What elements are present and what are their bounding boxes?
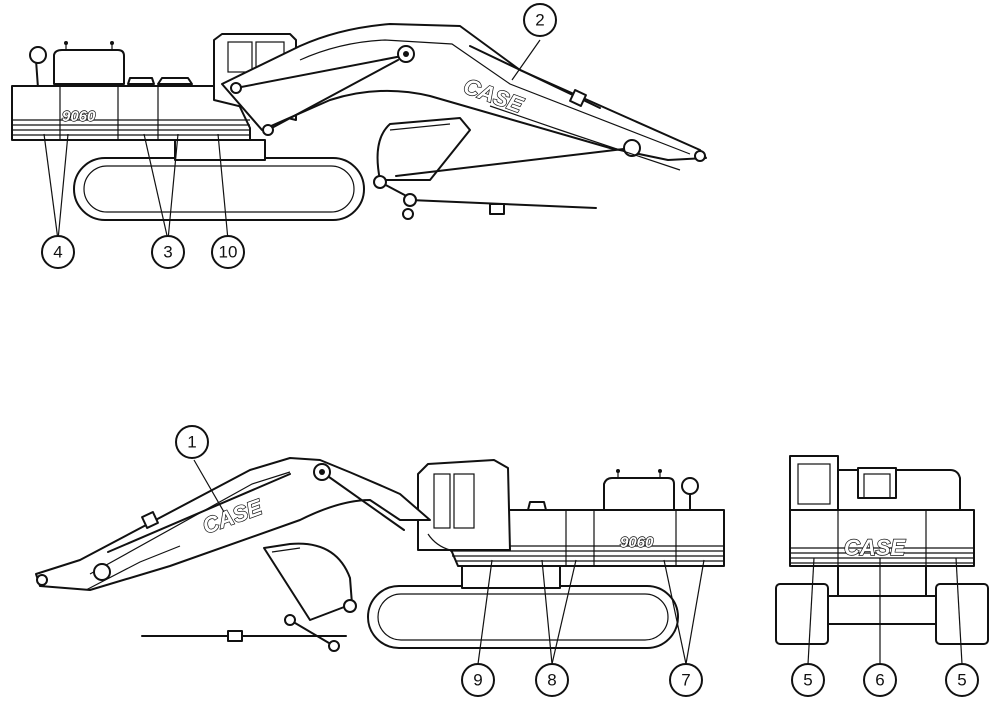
model-decal-right: 9060: [62, 108, 96, 125]
callout-7: 7: [669, 663, 703, 697]
callout-5-left: 5: [791, 663, 825, 697]
svg-text:5: 5: [803, 671, 812, 690]
leader-lines: [43, 39, 963, 665]
svg-text:1: 1: [187, 433, 196, 452]
track: [73, 157, 365, 221]
track: [367, 585, 679, 649]
boom: [35, 457, 431, 591]
callout-10: 10: [211, 235, 245, 269]
callout-3: 3: [151, 235, 185, 269]
upper-structure: [11, 85, 251, 141]
svg-text:9: 9: [473, 671, 482, 690]
callout-4: 4: [41, 235, 75, 269]
svg-text:10: 10: [219, 243, 238, 262]
bucket: [263, 542, 353, 621]
track-left: [775, 583, 829, 645]
svg-text:2: 2: [535, 11, 544, 30]
excavator-side-view-right: CASE 9060: [11, 23, 707, 221]
callout-1: 1: [175, 425, 209, 459]
case-decal-rear: CASE: [844, 535, 906, 560]
upper-structure: [789, 509, 975, 567]
svg-text:6: 6: [875, 671, 884, 690]
svg-text:7: 7: [681, 671, 690, 690]
excavator-rear-view: CASE: [775, 455, 989, 645]
callout-6: 6: [863, 663, 897, 697]
svg-text:8: 8: [547, 671, 556, 690]
callout-5-right: 5: [945, 663, 979, 697]
callout-2: 2: [523, 3, 557, 37]
boom: [221, 23, 707, 161]
model-decal-left: 9060: [620, 534, 654, 551]
bucket: [376, 117, 471, 181]
svg-text:4: 4: [53, 243, 62, 262]
excavator-side-view-left: CASE 9060: [35, 457, 725, 652]
svg-text:3: 3: [163, 243, 172, 262]
callout-8: 8: [535, 663, 569, 697]
svg-text:5: 5: [957, 671, 966, 690]
track-right: [935, 583, 989, 645]
callout-9: 9: [461, 663, 495, 697]
